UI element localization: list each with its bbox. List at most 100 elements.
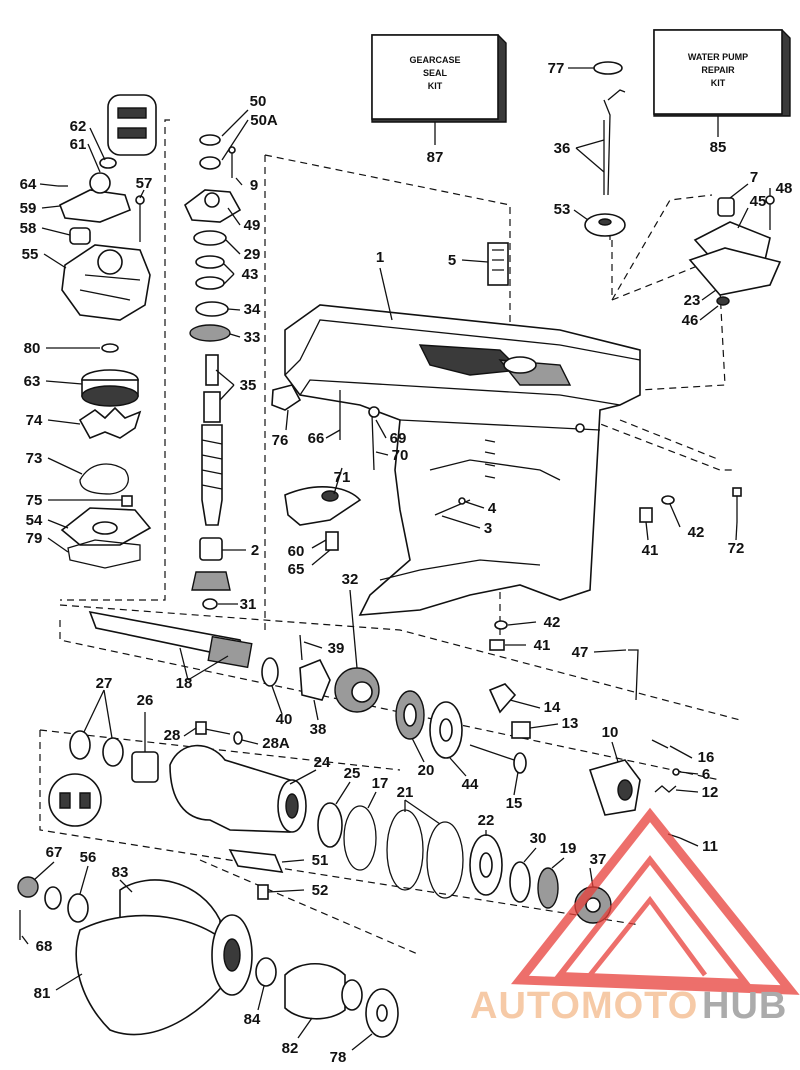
gearcase-kit-line1: GEARCASE bbox=[409, 55, 460, 65]
gearcase-housing bbox=[284, 304, 721, 616]
callout-32: 32 bbox=[342, 571, 359, 588]
callout-75: 75 bbox=[26, 492, 43, 509]
callout-29: 29 bbox=[244, 246, 261, 263]
callout-53: 53 bbox=[554, 201, 571, 218]
callout-24: 24 bbox=[314, 754, 331, 771]
callout-66: 66 bbox=[308, 430, 325, 447]
callout-71: 71 bbox=[334, 469, 351, 486]
callout-31: 31 bbox=[240, 596, 257, 613]
callout-16: 16 bbox=[698, 749, 715, 766]
callout-77: 77 bbox=[548, 60, 565, 77]
callout-58: 58 bbox=[20, 220, 37, 237]
callout-27: 27 bbox=[96, 675, 113, 692]
callout-9: 9 bbox=[250, 177, 258, 194]
callout-84: 84 bbox=[244, 1011, 261, 1028]
callout-48: 48 bbox=[776, 180, 793, 197]
callout-39: 39 bbox=[328, 640, 345, 657]
callout-85: 85 bbox=[710, 139, 727, 156]
gearcase-kit-line2: SEAL bbox=[423, 68, 448, 78]
callout-54: 54 bbox=[26, 512, 43, 529]
callout-68: 68 bbox=[36, 938, 53, 955]
callout-81: 81 bbox=[34, 985, 51, 1002]
watermark-text-automoto: AUTOMOTO bbox=[470, 985, 698, 1027]
gearcase-kit-line3: KIT bbox=[428, 81, 443, 91]
callout-82: 82 bbox=[282, 1040, 299, 1057]
callout-51: 51 bbox=[312, 852, 329, 869]
pump-kit-line3: KIT bbox=[711, 78, 726, 88]
callout-34: 34 bbox=[244, 301, 261, 318]
callout-50: 50 bbox=[250, 93, 267, 110]
callout-67: 67 bbox=[46, 844, 63, 861]
callout-33: 33 bbox=[244, 329, 261, 346]
callout-11: 11 bbox=[702, 838, 718, 855]
callout-43: 43 bbox=[242, 266, 259, 283]
callout-37: 37 bbox=[590, 851, 607, 868]
callout-41-lower: 41 bbox=[534, 637, 551, 654]
callout-57: 57 bbox=[136, 175, 153, 192]
callout-64: 64 bbox=[20, 176, 37, 193]
callout-76: 76 bbox=[272, 432, 289, 449]
callout-47: 47 bbox=[572, 644, 589, 661]
callout-52: 52 bbox=[312, 882, 329, 899]
callout-40: 40 bbox=[276, 711, 293, 728]
callout-63: 63 bbox=[24, 373, 41, 390]
callout-22: 22 bbox=[478, 812, 495, 829]
callout-26: 26 bbox=[137, 692, 154, 709]
callout-labels: 50 50A 9 49 29 43 34 33 35 2 31 62 61 64… bbox=[20, 60, 793, 1066]
callout-79: 79 bbox=[26, 530, 43, 547]
automotohub-watermark: AUTOMOTO HUB bbox=[470, 807, 800, 1027]
callout-5: 5 bbox=[448, 252, 456, 269]
callout-2: 2 bbox=[251, 542, 259, 559]
callout-21: 21 bbox=[397, 784, 414, 801]
watermark-logo-triangle bbox=[510, 807, 800, 995]
pump-kit-line2: REPAIR bbox=[701, 65, 735, 75]
callout-15: 15 bbox=[506, 795, 523, 812]
callout-72: 72 bbox=[728, 540, 745, 557]
gearcase-seal-kit-box: GEARCASE SEAL KIT bbox=[371, 34, 507, 145]
callout-28a: 28A bbox=[262, 735, 290, 752]
callout-7: 7 bbox=[750, 169, 758, 186]
propeller-parts bbox=[17, 876, 399, 1038]
callout-46: 46 bbox=[682, 312, 699, 329]
callout-3: 3 bbox=[484, 520, 492, 537]
water-pump-parts bbox=[58, 94, 157, 569]
callout-42-upper: 42 bbox=[688, 524, 705, 541]
callout-45: 45 bbox=[750, 193, 767, 210]
callout-80: 80 bbox=[24, 340, 41, 357]
callout-41-upper: 41 bbox=[642, 542, 659, 559]
callout-23: 23 bbox=[684, 292, 701, 309]
callout-35: 35 bbox=[240, 377, 257, 394]
callout-56: 56 bbox=[80, 849, 97, 866]
callout-59: 59 bbox=[20, 200, 37, 217]
water-pump-kit-box: WATER PUMP REPAIR KIT bbox=[653, 29, 791, 137]
callout-leaders bbox=[21, 67, 771, 1051]
callout-69: 69 bbox=[390, 430, 407, 447]
callout-70: 70 bbox=[392, 447, 409, 464]
callout-1: 1 bbox=[376, 249, 384, 266]
callout-50a: 50A bbox=[250, 112, 278, 129]
driveshaft-parts bbox=[184, 134, 242, 610]
callout-13: 13 bbox=[562, 715, 579, 732]
callout-44: 44 bbox=[462, 776, 479, 793]
propshaft-gears bbox=[88, 610, 681, 839]
callout-25: 25 bbox=[344, 765, 361, 782]
callout-12: 12 bbox=[702, 784, 719, 801]
callout-17: 17 bbox=[372, 775, 389, 792]
callout-60: 60 bbox=[288, 543, 305, 560]
callout-36: 36 bbox=[554, 140, 571, 157]
callout-49: 49 bbox=[244, 217, 261, 234]
pump-kit-line1: WATER PUMP bbox=[688, 52, 748, 62]
callout-65: 65 bbox=[288, 561, 305, 578]
callout-83: 83 bbox=[112, 864, 129, 881]
callout-28: 28 bbox=[164, 727, 181, 744]
assembly-leader-lines bbox=[39, 119, 741, 956]
callout-6: 6 bbox=[702, 766, 710, 783]
callout-4: 4 bbox=[488, 500, 497, 517]
callout-73: 73 bbox=[26, 450, 43, 467]
callout-38: 38 bbox=[310, 721, 327, 738]
callout-14: 14 bbox=[544, 699, 561, 716]
callout-18: 18 bbox=[176, 675, 193, 692]
callout-10: 10 bbox=[602, 724, 619, 741]
callout-19: 19 bbox=[560, 840, 577, 857]
